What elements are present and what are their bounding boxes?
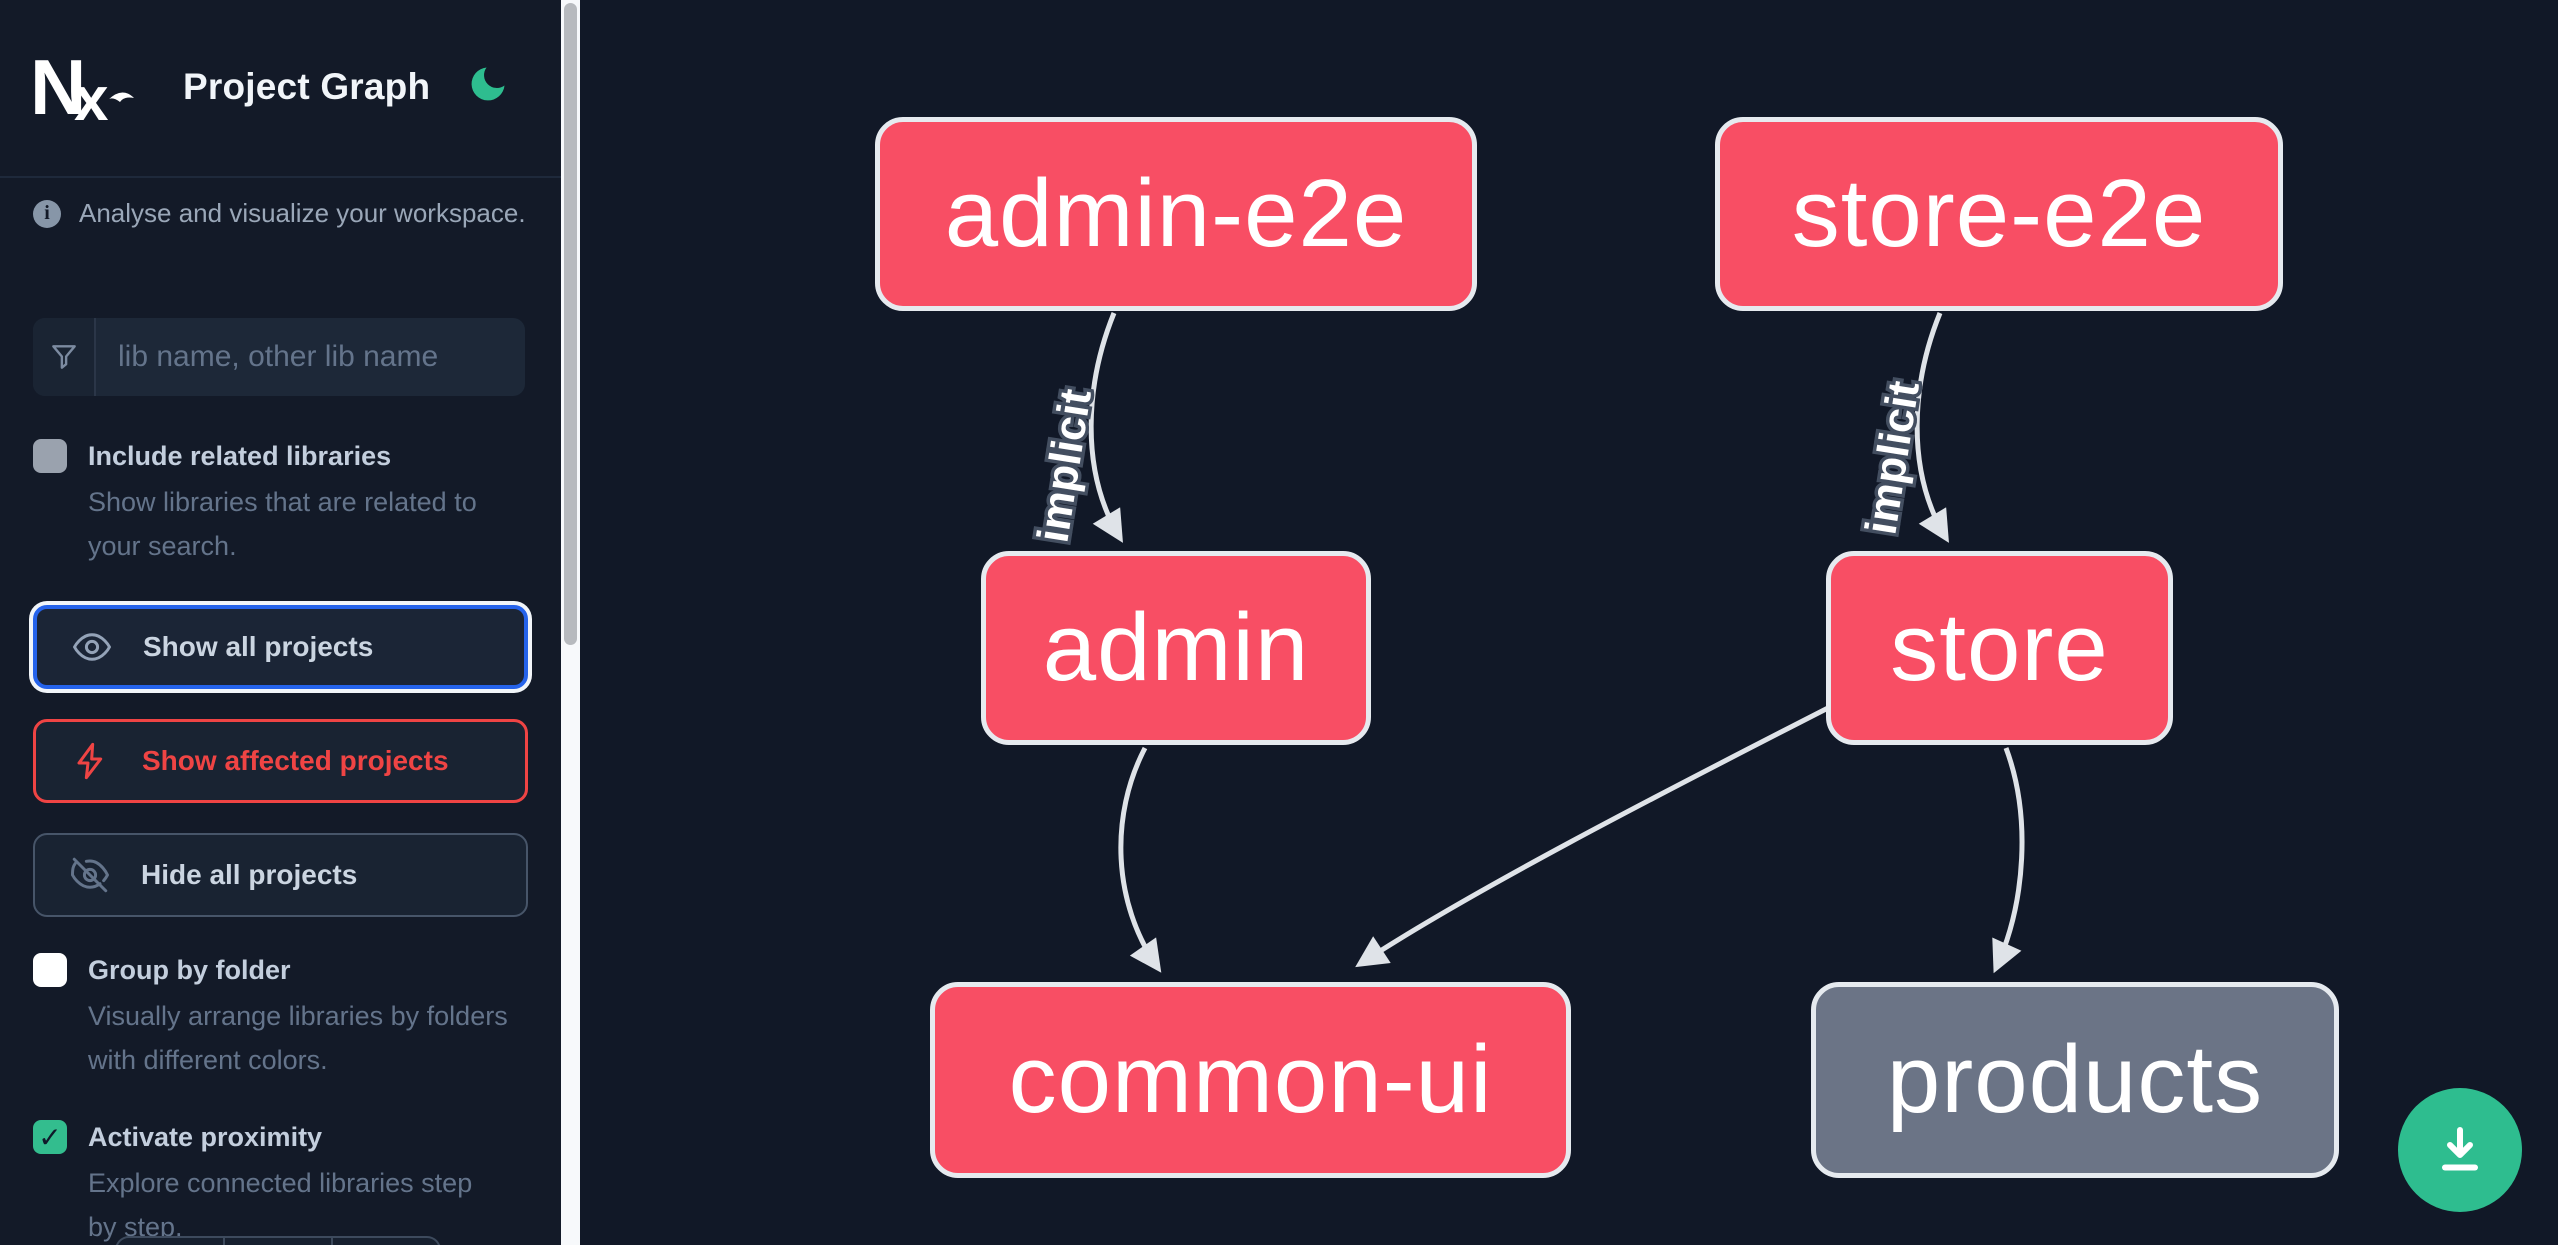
lightning-bolt-icon <box>70 740 112 782</box>
svg-text:N: N <box>30 52 86 124</box>
workspace-tagline: Analyse and visualize your workspace. <box>79 198 526 228</box>
node-store-e2e[interactable]: store-e2e <box>1715 117 2283 311</box>
show-affected-projects-button[interactable]: Show affected projects <box>33 719 528 803</box>
show-all-projects-button[interactable]: Show all projects <box>33 605 528 689</box>
workspace-info: i Analyse and visualize your workspace. <box>33 198 526 229</box>
group-by-folder-description: Visually arrange libraries by folders wi… <box>88 1001 508 1075</box>
group-by-folder-checkbox[interactable] <box>33 953 67 987</box>
proximity-stepper[interactable] <box>115 1236 441 1245</box>
sidebar-scrollbar[interactable] <box>561 0 580 1245</box>
page-title: Project Graph <box>183 66 431 107</box>
show-all-projects-label: Show all projects <box>143 631 374 662</box>
dark-mode-toggle[interactable] <box>466 62 510 106</box>
show-affected-projects-label: Show affected projects <box>142 745 449 776</box>
eye-icon <box>71 626 113 668</box>
activate-proximity-label: Activate proximity <box>88 1122 323 1152</box>
stepper-decrement[interactable] <box>117 1238 223 1245</box>
node-admin-e2e[interactable]: admin-e2e <box>875 117 1477 311</box>
include-related-checkbox[interactable] <box>33 439 67 473</box>
download-icon <box>2442 1127 2478 1171</box>
filter-icon-box <box>33 318 96 396</box>
nx-logo: N x <box>30 52 134 124</box>
group-by-folder-option: Group by folder Visually arrange librari… <box>33 950 508 1082</box>
node-store[interactable]: store <box>1826 551 2173 745</box>
sidebar: N x Project Graph i Analyse and visualiz… <box>0 0 561 1245</box>
include-related-label: Include related libraries <box>88 441 392 471</box>
svg-text:x: x <box>74 65 109 124</box>
activate-proximity-checkbox[interactable]: ✓ <box>33 1120 67 1154</box>
group-by-folder-label: Group by folder <box>88 955 291 985</box>
project-filter <box>33 318 525 396</box>
info-icon: i <box>33 199 61 228</box>
download-graph-button[interactable] <box>2398 1088 2522 1212</box>
moon-icon <box>471 67 505 101</box>
funnel-icon <box>51 345 76 369</box>
activate-proximity-option: ✓ Activate proximity Explore connected l… <box>33 1117 508 1245</box>
include-related-option: Include related libraries Show libraries… <box>33 436 508 568</box>
sidebar-scrollbar-thumb[interactable] <box>564 3 577 645</box>
stepper-increment[interactable] <box>331 1238 439 1245</box>
check-icon: ✓ <box>38 1121 62 1153</box>
node-products[interactable]: products <box>1811 982 2339 1178</box>
hide-all-projects-button[interactable]: Hide all projects <box>33 833 528 917</box>
search-input[interactable] <box>96 318 525 396</box>
include-related-description: Show libraries that are related to your … <box>88 487 477 561</box>
node-admin[interactable]: admin <box>981 551 1371 745</box>
activate-proximity-description: Explore connected libraries step by step… <box>88 1168 473 1242</box>
hide-all-projects-label: Hide all projects <box>141 859 358 890</box>
eye-off-icon <box>69 854 111 896</box>
node-common-ui[interactable]: common-ui <box>930 982 1571 1178</box>
sidebar-header: N x Project Graph <box>0 0 561 178</box>
stepper-value <box>223 1238 331 1245</box>
